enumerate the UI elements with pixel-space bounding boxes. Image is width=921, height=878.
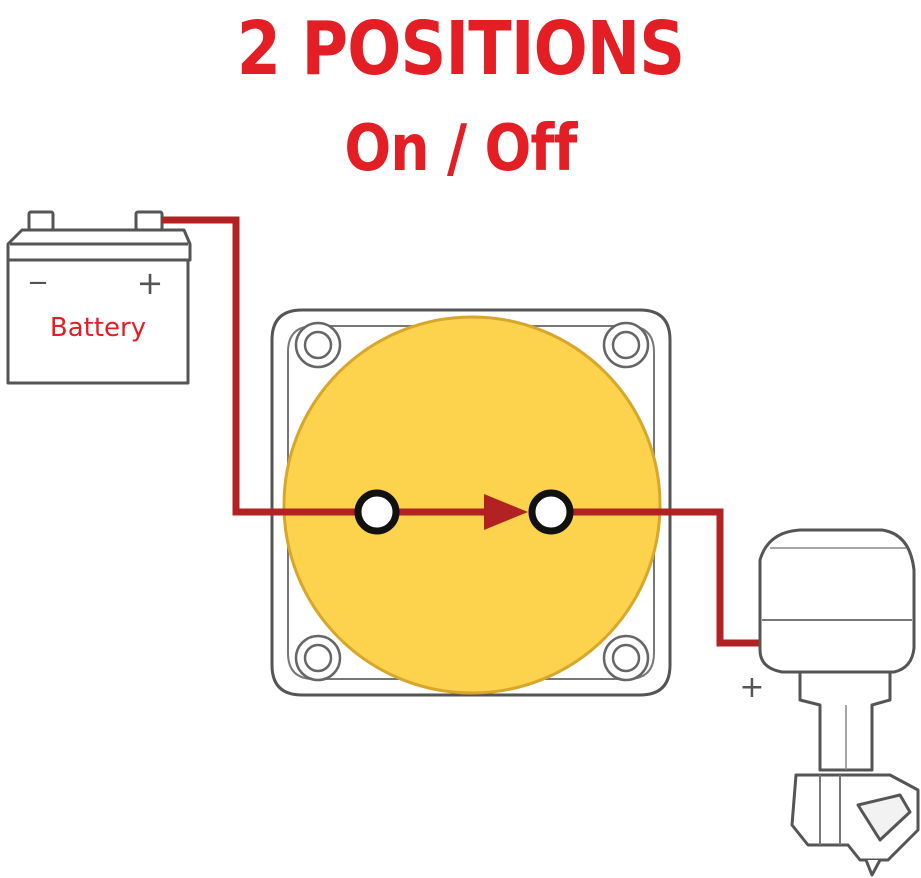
switch-terminal-input: [354, 489, 400, 535]
mounting-hole-bottom-left: [294, 634, 342, 682]
motor-wire: [570, 508, 762, 647]
wiring: [162, 216, 762, 647]
mounting-hole-bottom-right: [602, 634, 650, 682]
battery-switch-icon: [270, 308, 672, 697]
outboard-motor-icon: [758, 528, 920, 877]
switch-terminal-output: [528, 489, 574, 535]
page-title: 2 POSITIONS: [236, 6, 685, 92]
battery-positive-symbol: +: [137, 264, 164, 302]
battery-positive-wire: [162, 216, 360, 516]
battery-icon: − + Battery: [6, 210, 192, 385]
page-subtitle: On / Off: [344, 112, 577, 186]
mounting-hole-top-right: [602, 321, 650, 369]
flow-arrow-icon: [484, 494, 528, 530]
switch-face: [282, 315, 662, 695]
battery-negative-symbol: −: [27, 268, 49, 298]
mounting-hole-top-left: [294, 321, 342, 369]
battery-label: Battery: [50, 313, 146, 343]
motor-positive-symbol: +: [739, 670, 764, 705]
